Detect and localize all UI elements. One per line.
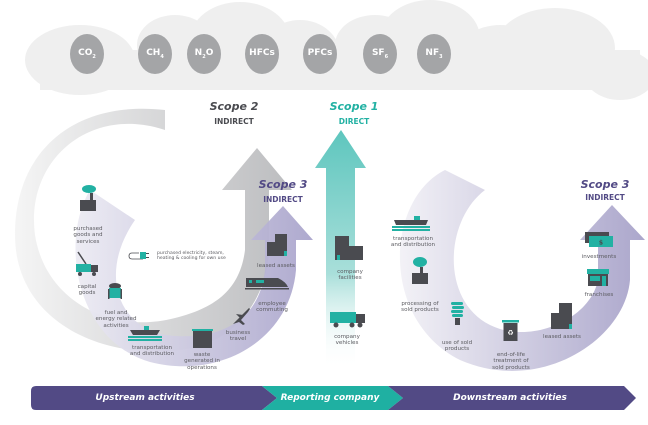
scope3-upstream-title: Scope 3 bbox=[258, 178, 308, 191]
gas-label-nf3: NF3 bbox=[425, 48, 443, 60]
downstream-item-franchises: franchises bbox=[584, 292, 614, 298]
gas-label-co2: CO2 bbox=[78, 48, 96, 60]
activity-band bbox=[31, 386, 636, 410]
crane-truck-icon bbox=[76, 251, 98, 276]
airplane-icon bbox=[233, 308, 250, 325]
svg-text:♻: ♻ bbox=[507, 329, 513, 337]
recycle-bin-icon: ♻ bbox=[502, 320, 519, 341]
plug-icon bbox=[128, 252, 149, 260]
band-downstream bbox=[388, 386, 636, 410]
downstream-item-leased-assets: leased assets bbox=[543, 334, 581, 340]
band-downstream-label: Downstream activities bbox=[453, 393, 567, 403]
scope2-subtitle: INDIRECT bbox=[214, 117, 254, 126]
scope2-item-label: purchased electricity, steam,heating & c… bbox=[157, 251, 226, 262]
scope3-downstream-subtitle: INDIRECT bbox=[585, 193, 625, 202]
factory-icon bbox=[80, 185, 96, 211]
building-icon bbox=[267, 234, 287, 256]
lightbulb-icon bbox=[451, 302, 464, 325]
gas-circle-ch4 bbox=[138, 34, 172, 74]
scope2-title: Scope 2 bbox=[209, 100, 259, 113]
scope3-downstream-arrow bbox=[399, 170, 645, 371]
building-icon bbox=[335, 236, 363, 260]
truck-icon bbox=[330, 312, 365, 328]
gas-circles bbox=[70, 34, 451, 74]
cloud-band bbox=[25, 0, 648, 100]
svg-text:$: $ bbox=[599, 240, 603, 247]
gas-label-sf6: SF6 bbox=[371, 48, 389, 60]
gas-circle-sf6 bbox=[363, 34, 397, 74]
band-reporting bbox=[262, 386, 403, 410]
band-upstream bbox=[31, 386, 277, 410]
money-icon: $ bbox=[585, 232, 613, 247]
train-icon bbox=[245, 278, 289, 290]
gas-circle-hfcs bbox=[245, 34, 279, 74]
gas-label-n2o: N2O bbox=[194, 48, 214, 60]
cloud bbox=[40, 50, 640, 90]
gas-circle-n2o bbox=[187, 34, 221, 74]
gas-circle-nf3 bbox=[417, 34, 451, 74]
factory-icon bbox=[412, 257, 428, 284]
ship-icon bbox=[392, 216, 430, 231]
gas-label-pfcs: PFCs bbox=[307, 48, 333, 58]
scope1-subtitle: DIRECT bbox=[338, 117, 370, 126]
scope3-upstream-arrow bbox=[75, 190, 313, 367]
gas-label-hfcs: HFCs bbox=[249, 48, 275, 58]
gas-circle-pfcs bbox=[303, 34, 337, 74]
gas-label-ch4: CH4 bbox=[146, 48, 164, 60]
upstream-item-leased-assets: leased assets bbox=[257, 263, 295, 269]
building-icon bbox=[551, 303, 572, 329]
storefront-icon bbox=[587, 269, 609, 286]
dumpster-icon bbox=[192, 329, 213, 348]
band-upstream-label: Upstream activities bbox=[95, 393, 195, 403]
downstream-item-investments: investments bbox=[581, 254, 617, 260]
scope3-downstream-title: Scope 3 bbox=[580, 178, 630, 191]
scope3-upstream-subtitle: INDIRECT bbox=[263, 195, 303, 204]
ship-icon bbox=[128, 326, 162, 341]
band-reporting-label: Reporting company bbox=[280, 393, 380, 403]
scope1-title: Scope 1 bbox=[329, 100, 379, 113]
gas-circle-co2 bbox=[70, 34, 104, 74]
fuel-cart-icon bbox=[108, 283, 122, 299]
